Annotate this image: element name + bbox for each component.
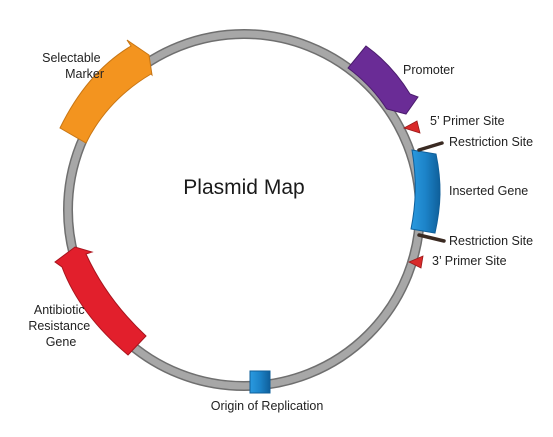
primer-site-5 [402, 120, 421, 134]
inserted-gene-label: Inserted Gene [449, 184, 528, 198]
primer-5-label: 5’ Primer Site [430, 114, 505, 128]
selectable-marker-label-line2: Marker [65, 67, 104, 81]
origin-label: Origin of Replication [211, 399, 324, 413]
antibiotic-label-line1: Antibiotic [34, 303, 85, 317]
inserted-gene-bar [410, 149, 441, 234]
selectable-marker-label-line1: Selectable [42, 51, 100, 65]
selectable-marker-label: Selectable Marker [42, 51, 104, 81]
origin-of-replication-box [249, 370, 271, 394]
restriction-site-top [417, 141, 444, 152]
restriction-site-bottom-label: Restriction Site [449, 234, 533, 248]
promoter-arrow [347, 45, 419, 115]
antibiotic-label: Antibiotic Resistance Gene [28, 303, 93, 349]
diagram-title: Plasmid Map [183, 176, 304, 199]
primer-3-label: 3’ Primer Site [432, 254, 507, 268]
selectable-marker-arrow [59, 39, 153, 144]
restriction-site-bottom [417, 233, 446, 243]
antibiotic-label-line3: Gene [46, 335, 77, 349]
antibiotic-resistance-arrow [54, 246, 147, 356]
restriction-site-top-label: Restriction Site [449, 135, 533, 149]
primer-site-3 [408, 255, 424, 269]
promoter-label: Promoter [403, 63, 454, 77]
antibiotic-label-line2: Resistance [28, 319, 90, 333]
